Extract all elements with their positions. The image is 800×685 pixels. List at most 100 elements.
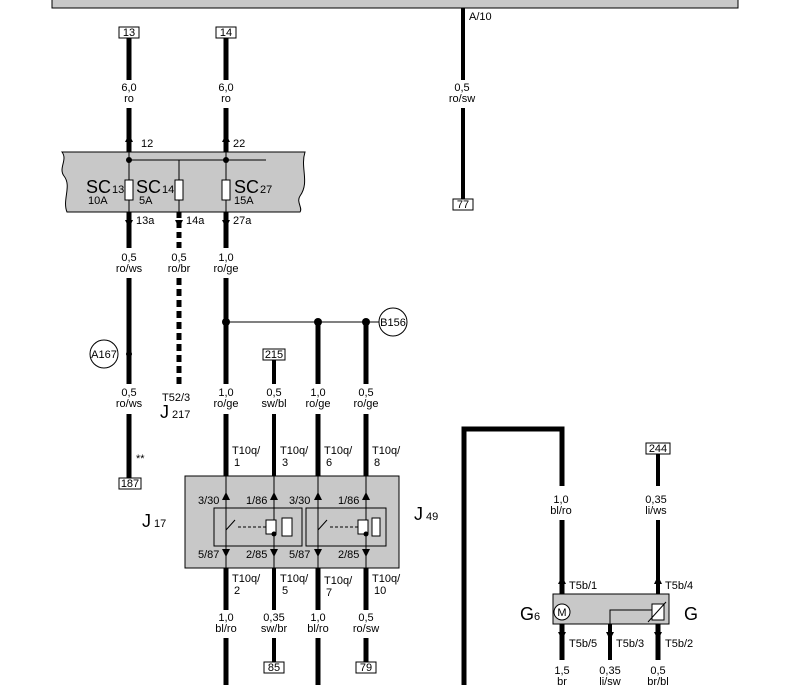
fuse-rating: 15A [234, 195, 254, 207]
ref-box-187 [118, 477, 142, 490]
fuse-number: 13 [112, 184, 124, 196]
ref-label: 187 [121, 478, 139, 490]
fuse-icon [221, 179, 231, 201]
wire-color: ro/ge [213, 398, 238, 410]
wire-color: ro/ge [305, 398, 330, 410]
component-sub: 6 [534, 611, 540, 623]
wire-size: 0,5 [358, 612, 373, 624]
component-name: G [684, 604, 698, 624]
fuse-icon [174, 179, 184, 201]
sensor-box [552, 593, 670, 625]
fuse-icon [124, 179, 134, 201]
node-a167 [89, 339, 119, 369]
connector-label: T10q/ [372, 573, 401, 585]
connector-pin: 3 [282, 457, 288, 469]
relay-pin: 3/30 [289, 495, 310, 507]
arrow-icon [654, 576, 662, 584]
wire-size: 6,0 [218, 82, 233, 94]
connector-label: T10q/ [280, 445, 309, 457]
arrow-icon [222, 134, 230, 142]
connector-label: T10q/ [324, 445, 353, 457]
wire-color: sw/bl [261, 398, 286, 410]
pin-label: 27a [233, 215, 252, 227]
connector-pin: 10 [374, 585, 386, 597]
wire-color: ro/ws [116, 398, 143, 410]
wire-color: br [557, 676, 567, 685]
wire-size: 1,0 [310, 387, 325, 399]
component-name: J [414, 504, 423, 524]
connector-pin: 2 [234, 585, 240, 597]
fuse-number: 27 [260, 184, 272, 196]
wire-color: ro/sw [449, 93, 475, 105]
wire-color: ro [221, 93, 231, 105]
arrow-icon [362, 492, 370, 500]
wire-size: 0,35 [645, 494, 666, 506]
pin-label: T5b/4 [665, 580, 693, 592]
connector-label: T10q/ [232, 445, 261, 457]
fuse-name: SC [136, 177, 161, 197]
arrow-icon [606, 632, 614, 640]
ref-box-85 [263, 661, 285, 674]
ref-box-77 [452, 198, 474, 211]
component-sub: 49 [426, 511, 438, 523]
wire-color: ro/sw [353, 623, 379, 635]
arrow-icon [270, 492, 278, 500]
wire-color: ro/ws [116, 263, 143, 275]
arrow-icon [125, 134, 133, 142]
pin-label: T5b/3 [616, 638, 644, 650]
connector-pin: 8 [374, 457, 380, 469]
wire-size: 1,5 [554, 665, 569, 677]
wire-size: 1,0 [218, 612, 233, 624]
wire-size: 0,5 [358, 387, 373, 399]
wire-color: sw/br [261, 623, 288, 635]
wire-size: 0,35 [599, 665, 620, 677]
connector-label: T52/3 [162, 392, 190, 404]
wire-size: 1,0 [218, 387, 233, 399]
relay-pin: 3/30 [198, 495, 219, 507]
footnote-mark: ** [136, 453, 145, 465]
coil-icon [265, 519, 277, 535]
arrow-icon [125, 220, 133, 228]
fuse-name: SC [86, 177, 111, 197]
ref-label: 79 [360, 662, 372, 674]
motor-label: M [557, 607, 566, 619]
ref-label: 244 [649, 443, 667, 455]
wire-color: li/sw [599, 676, 620, 685]
component-name: J [160, 402, 169, 422]
relay-pin: 2/85 [246, 549, 267, 561]
motor-icon [553, 603, 571, 621]
switch-icon [225, 519, 236, 531]
pin-label: 13a [136, 215, 155, 227]
arrow-icon [314, 492, 322, 500]
connector-label: T10q/ [324, 575, 353, 587]
relay-pin: 1/86 [338, 495, 359, 507]
wire-color: ro [124, 93, 134, 105]
wire-color: ro/ge [213, 263, 238, 275]
wire-size: 0,5 [266, 387, 281, 399]
diode-icon [281, 517, 293, 537]
ref-label: 77 [457, 199, 469, 211]
connector-pin: 5 [282, 585, 288, 597]
fuse-number: 14 [162, 184, 174, 196]
connector-label: T10q/ [372, 445, 401, 457]
pin-label: 14a [186, 215, 205, 227]
arrow-icon [222, 549, 230, 557]
connector-label: T10q/ [232, 573, 261, 585]
bus-connector-label: A/10 [469, 11, 492, 23]
fuse-rating: 5A [139, 195, 153, 207]
pin-label: 22 [233, 138, 245, 150]
connector-pin: 1 [234, 457, 240, 469]
pin-label: T5b/1 [569, 580, 597, 592]
wire-size: 1,0 [310, 612, 325, 624]
connector-label: T10q/ [280, 573, 309, 585]
coil-icon [357, 519, 369, 535]
wire-color: ro/ge [353, 398, 378, 410]
arrow-icon [270, 549, 278, 557]
wire-color: li/ws [645, 505, 667, 517]
wire-size: 0,5 [454, 82, 469, 94]
relay-pin: 1/86 [246, 495, 267, 507]
connector-pin: 6 [326, 457, 332, 469]
arrow-icon [314, 549, 322, 557]
component-name: J [142, 511, 151, 531]
